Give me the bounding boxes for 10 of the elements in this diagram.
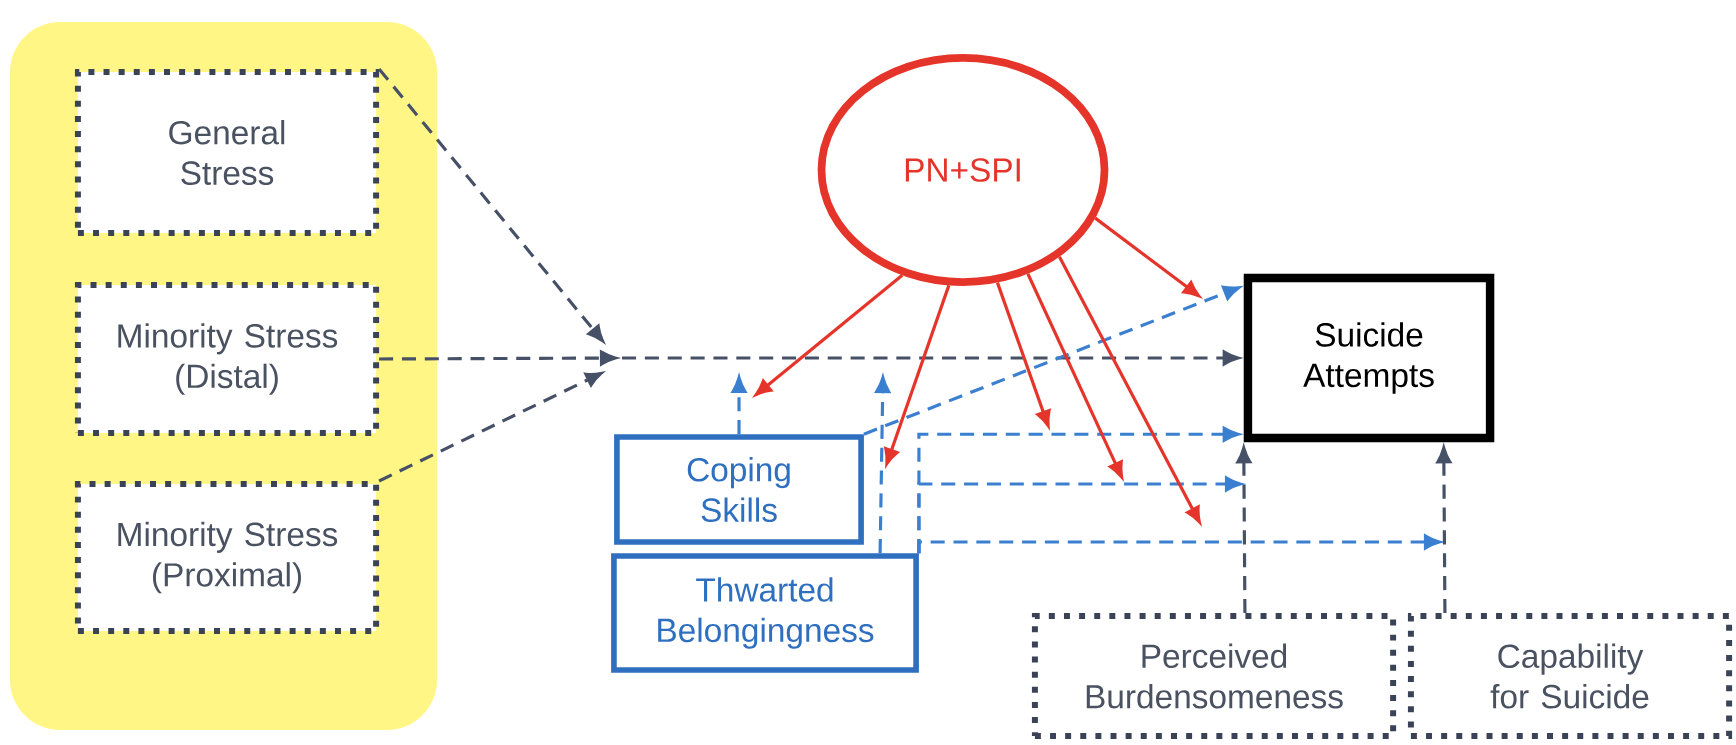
arrow	[378, 372, 603, 483]
text-box: Minority Stress (Distal)	[74, 281, 380, 437]
text-box: Capability for Suicide	[1407, 613, 1733, 740]
text-box: Minority Stress (Proximal)	[74, 481, 380, 635]
outcome-box: Suicide Attempts	[1243, 273, 1495, 443]
ellipse-node: PN+SPI	[817, 54, 1109, 286]
text-box: Perceived Burdensomeness	[1031, 613, 1397, 740]
text-box: General Stress	[74, 68, 380, 237]
mediator-box: Coping Skills	[614, 434, 864, 545]
mediator-box: Thwarted Belongingness	[611, 553, 919, 673]
